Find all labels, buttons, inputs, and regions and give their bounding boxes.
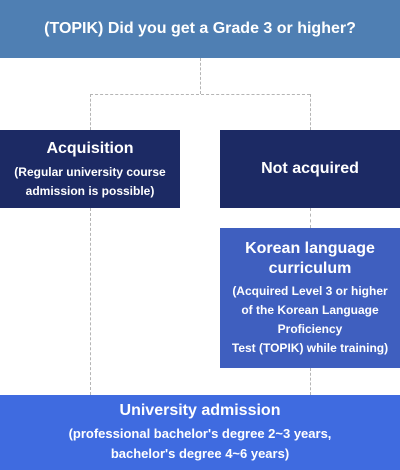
acquisition-note-line-2: admission is possible) — [25, 184, 155, 198]
university-admission-note-line-2: bachelor's degree 4~6 years) — [110, 446, 290, 461]
not-acquired-box: Not acquired — [220, 130, 400, 208]
university-admission-title: University admission — [119, 402, 281, 419]
connector-curriculum-to-admission — [310, 368, 311, 395]
connector-to-not-acquired — [310, 94, 311, 130]
korean-curriculum-note-line-1: (Acquired Level 3 or higher — [232, 283, 388, 298]
connector-not-acquired-to-curriculum — [310, 208, 311, 228]
connector-acquisition-to-admission — [90, 208, 91, 395]
connector-question-down — [200, 58, 201, 94]
acquisition-title: Acquisition — [46, 140, 134, 157]
connector-branch-horizontal — [90, 94, 310, 95]
korean-curriculum-note-line-4: Test (TOPIK) while training) — [231, 340, 389, 355]
question-box: (TOPIK) Did you get a Grade 3 or higher? — [0, 0, 400, 58]
korean-curriculum-title-line-2: curriculum — [268, 259, 352, 277]
korean-curriculum-box: Korean language curriculum (Acquired Lev… — [220, 228, 400, 368]
acquisition-box: Acquisition (Regular university course a… — [0, 130, 180, 208]
acquisition-note-line-1: (Regular university course — [14, 165, 166, 179]
university-admission-note-line-1: (professional bachelor's degree 2~3 year… — [68, 426, 332, 441]
university-admission-box: University admission (professional bache… — [0, 395, 400, 470]
question-text: (TOPIK) Did you get a Grade 3 or higher? — [44, 20, 356, 37]
not-acquired-title: Not acquired — [261, 160, 359, 177]
connector-to-acquisition — [90, 94, 91, 130]
korean-curriculum-note-line-3: Proficiency — [277, 321, 343, 336]
korean-curriculum-note-line-2: of the Korean Language — [241, 302, 379, 317]
korean-curriculum-title-line-1: Korean language — [245, 239, 375, 257]
